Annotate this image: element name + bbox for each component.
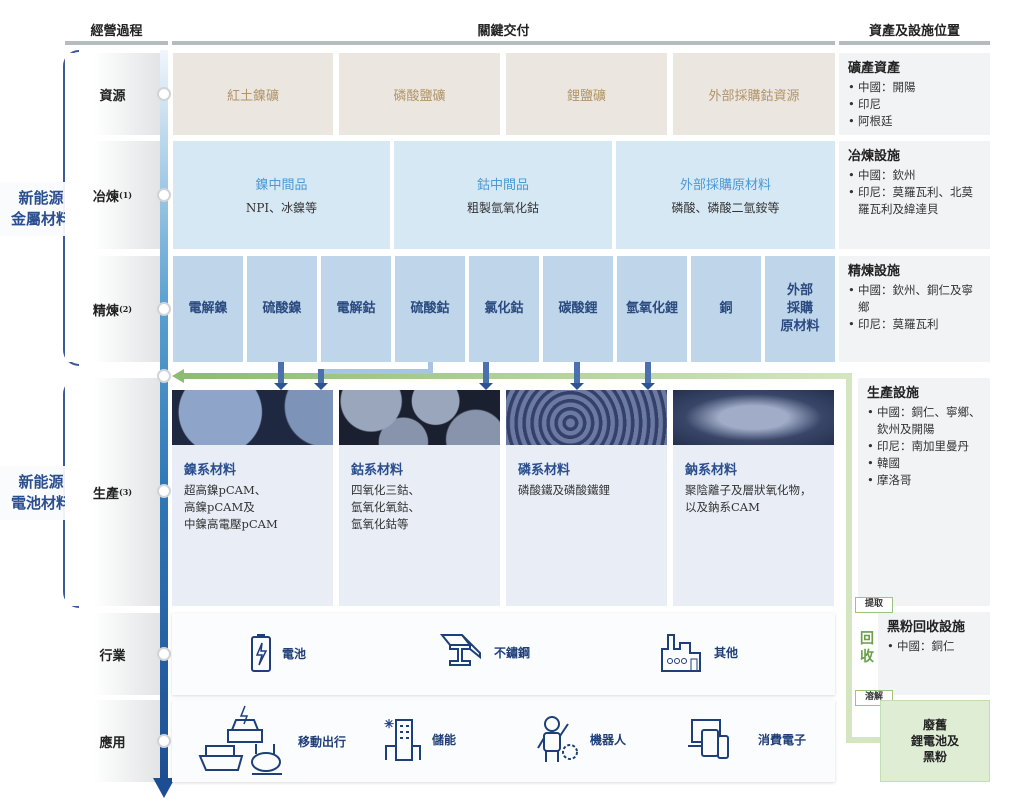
recycle-flow-line [846,737,882,743]
steel-beam-icon [440,634,481,666]
down-arrow-icon [641,362,655,390]
assets-mining: 礦產資產中國：開陽印尼阿根廷 [839,53,990,135]
waste-battery-box: 廢舊鋰電池及黑粉 [880,700,990,782]
resource-box: 紅土鎳礦 [173,53,333,135]
refining-box: 硫酸鎳 [247,256,317,362]
resource-box: 鋰鹽礦 [506,53,667,135]
down-arrow-icon [479,362,493,390]
stage-node [157,734,171,748]
header-assets: 資產及設施位置 [868,24,960,39]
stage-node [157,484,171,498]
battery-icon [251,634,271,672]
stage-industry: 行業 [65,613,160,695]
refining-box: 硫酸鈷 [395,256,465,362]
refining-box: 氯化鈷 [469,256,539,362]
process-flow-bar [160,50,168,780]
refining-box: 外部 採購 原材料 [765,256,835,362]
recycle-flow-line [180,373,850,379]
sem-image [506,390,667,445]
devices-icon [688,719,729,759]
header-delivery: 關鍵交付 [477,24,530,39]
stage-node [157,647,171,661]
application-consumer-electronics: 消費電子 [688,718,806,760]
connector-line [428,362,433,374]
production-card-cobalt: 鈷系材料四氧化三鈷、氫氧化氧鈷、氫氧化鈷等 [339,390,500,606]
assets-production: 生產設施中國：銅仁、寧鄉、欽州及開陽印尼：南加里曼丹韓國摩洛哥 [858,378,990,606]
refining-box: 碳酸鋰 [543,256,613,362]
refining-box: 電解鈷 [321,256,391,362]
assets-recycling: 黑粉回收設施中國：銅仁 [878,612,990,695]
stage-smelting: 冶煉(1) [65,141,160,249]
sem-image [339,390,500,445]
energy-storage-icon: ✳ [384,717,421,761]
application-panel: 移動出行 ✳ 儲能 機器人 消費電子 [172,700,835,782]
divider [172,41,835,45]
refining-box: 銅 [691,256,761,362]
assets-refining: 精煉設施中國：欽州、銅仁及寧鄉印尼：莫羅瓦利 [839,256,990,362]
industry-panel: 電池 不鏽鋼 其他 [172,613,835,695]
recycle-flow-line [846,373,852,743]
assets-smelting: 冶煉設施中國：欽州印尼：莫羅瓦利、北莫羅瓦利及緯達貝 [839,141,990,249]
refining-box: 電解鎳 [173,256,243,362]
factory-icon [661,634,701,672]
production-card-sodium: 鈉系材料聚陰離子及層狀氧化物，以及鈉系CAM [673,390,834,606]
resource-box: 外部採購鈷資源 [673,53,835,135]
mobility-icon [198,705,282,775]
stage-application: 應用 [65,700,160,782]
recycle-arrow-icon [172,369,184,383]
down-arrow-icon [274,362,288,390]
stage-node [157,369,171,383]
stage-production: 生產(3) [65,378,160,606]
refining-box: 氫氧化鋰 [617,256,687,362]
application-robotics: 機器人 [536,714,626,764]
sem-image [673,390,834,445]
smelting-box: 外部採購原材料磷酸、磷酸二氫銨等 [616,141,835,249]
header-process: 經營過程 [90,24,143,39]
sem-image [172,390,333,445]
industry-battery: 電池 [250,633,306,673]
stage-resource: 資源 [65,53,160,135]
divider [65,41,168,45]
stage-node [157,188,171,202]
recycle-label: 回收 [860,631,874,665]
application-mobility: 移動出行 [198,704,346,778]
svg-text:✳: ✳ [384,717,394,731]
robot-icon [537,716,578,762]
production-card-phosphate: 磷系材料磷酸鐵及磷酸鐵鋰 [506,390,667,606]
extract-tag: 提取 [855,597,893,613]
industry-stainless-steel: 不鏽鋼 [440,631,530,673]
industry-other: 其他 [660,631,738,673]
down-arrow-icon [314,369,328,390]
production-card-nickel: 鎳系材料超高鎳pCAM、高鎳pCAM及中鎳高電壓pCAM [172,390,333,606]
connector-line [318,369,433,374]
stage-node [157,87,171,101]
smelting-box: 鈷中間品粗製氫氧化鈷 [394,141,612,249]
down-arrow-icon [570,362,584,390]
divider [839,41,990,45]
resource-box: 磷酸鹽礦 [339,53,500,135]
flow-arrow-down-icon [153,778,175,798]
stage-refining: 精煉(2) [65,256,160,362]
application-energy-storage: ✳ 儲能 [382,716,456,762]
stage-node [157,302,171,316]
